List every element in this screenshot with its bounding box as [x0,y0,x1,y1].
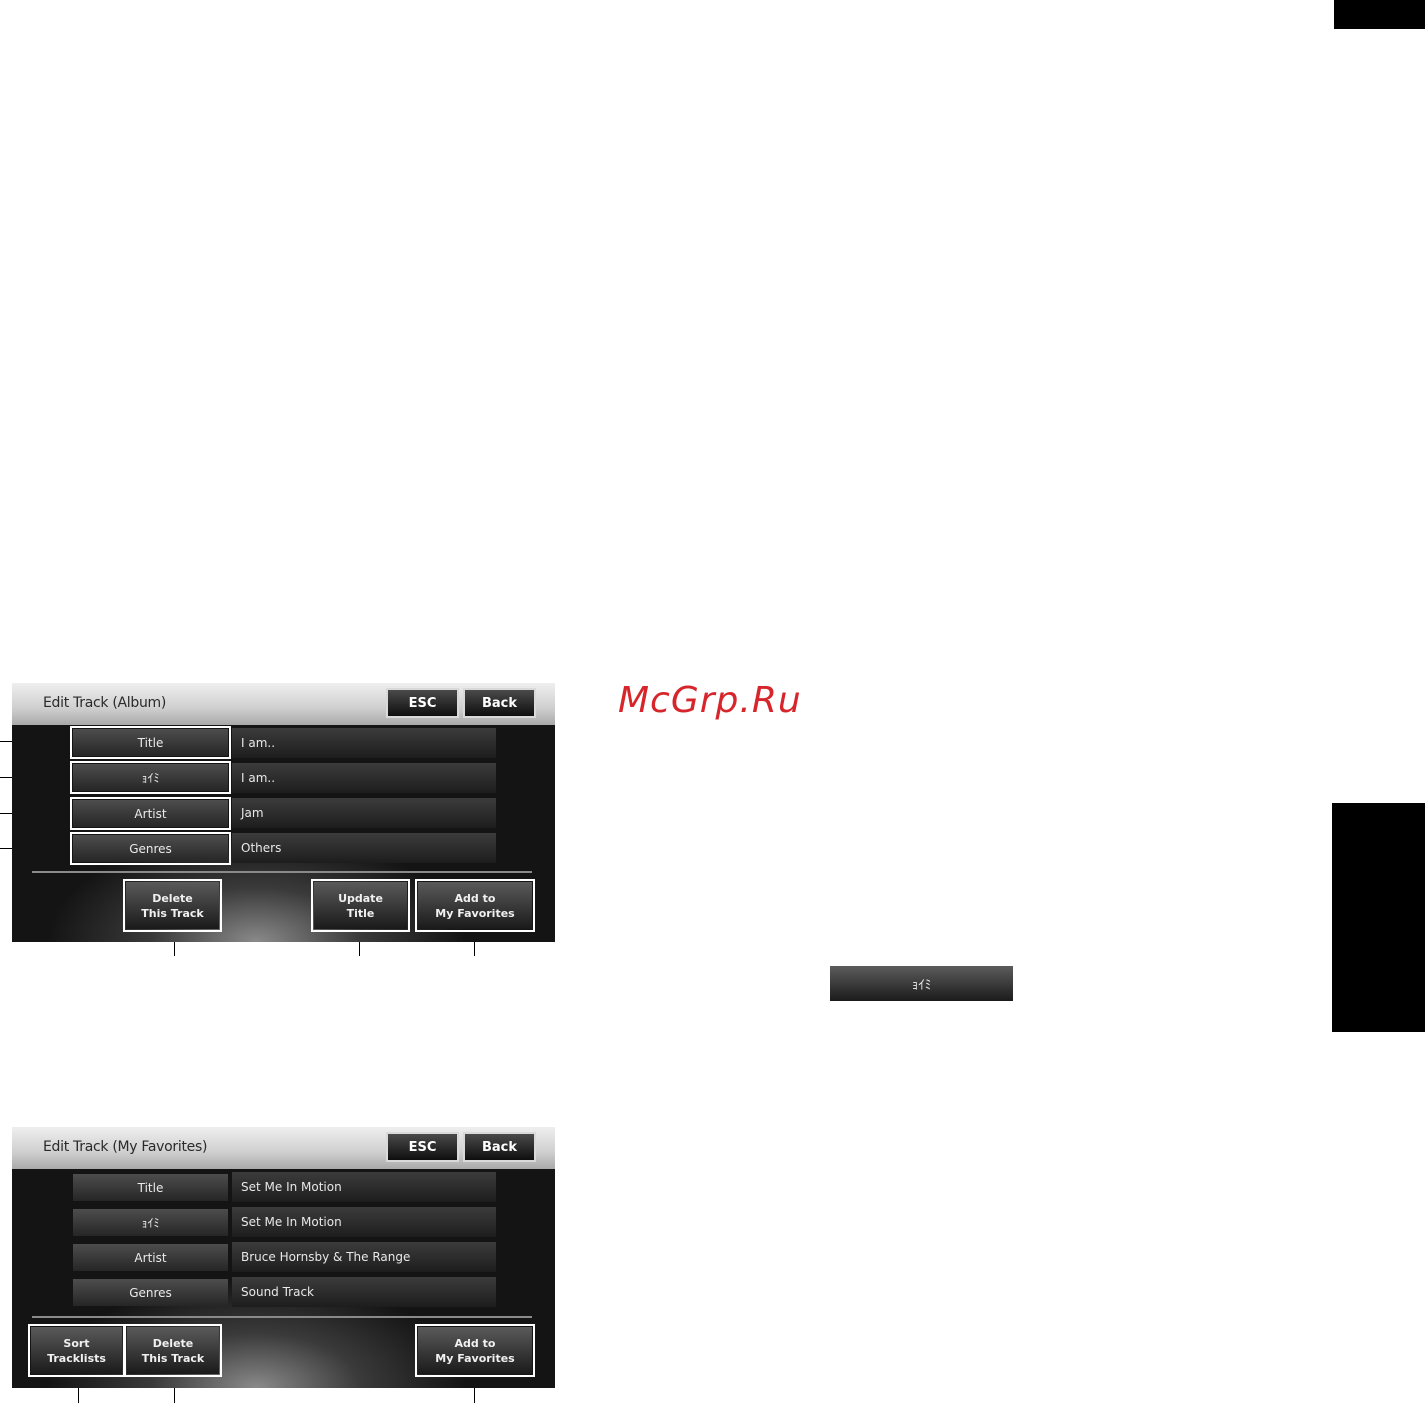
section-tab-top [1334,0,1425,29]
artist-value: Bruce Hornsby & The Range [232,1242,496,1272]
add-to-favorites-button[interactable]: Add to My Favorites [415,1324,535,1377]
artist-field-button[interactable]: Artist [73,1244,228,1271]
section-tab-side [1332,803,1425,1032]
watermark: McGrp.Ru [618,680,802,721]
callout-line [474,1375,475,1403]
update-title-button[interactable]: Update Title [311,879,410,932]
reading-value: Set Me In Motion [232,1207,496,1237]
callout-line [174,1375,175,1403]
title-value: Set Me In Motion [232,1172,496,1202]
reading-value: I am.. [232,763,496,793]
sort-tracklists-button[interactable]: Sort Tracklists [28,1324,125,1377]
delete-this-track-button[interactable]: Delete This Track [123,879,222,932]
screen-title: Edit Track (My Favorites) [43,1139,208,1155]
delete-this-track-button[interactable]: Delete This Track [124,1324,222,1377]
back-button[interactable]: Back [463,1132,536,1162]
reading-field-button[interactable]: ｮｲﾐ [73,1209,228,1236]
callout-line [78,1375,79,1403]
callout-line [174,930,175,956]
artist-value: Jam [232,798,496,828]
esc-button[interactable]: ESC [386,1132,459,1162]
genres-value: Sound Track [232,1277,496,1307]
back-button[interactable]: Back [463,688,536,718]
screen-title: Edit Track (Album) [43,695,167,711]
callout-line [359,930,360,956]
title-value: I am.. [232,728,496,758]
callout-line [474,930,475,956]
reading-field-chip: ｮｲﾐ [830,966,1013,1001]
artist-field-button[interactable]: Artist [70,797,231,830]
genres-field-button[interactable]: Genres [70,832,231,865]
divider [32,1316,532,1318]
add-to-favorites-button[interactable]: Add to My Favorites [415,879,535,932]
esc-button[interactable]: ESC [386,688,459,718]
title-field-button[interactable]: Title [70,726,231,759]
genres-field-button[interactable]: Genres [73,1279,228,1306]
divider [32,871,532,873]
reading-field-button[interactable]: ｮｲﾐ [70,761,231,794]
edit-track-favorites-screen: Edit Track (My Favorites) ESC Back Title… [12,1127,555,1388]
genres-value: Others [232,833,496,863]
title-field-button[interactable]: Title [73,1174,228,1201]
edit-track-album-screen: Edit Track (Album) ESC Back Title I am..… [12,683,555,942]
